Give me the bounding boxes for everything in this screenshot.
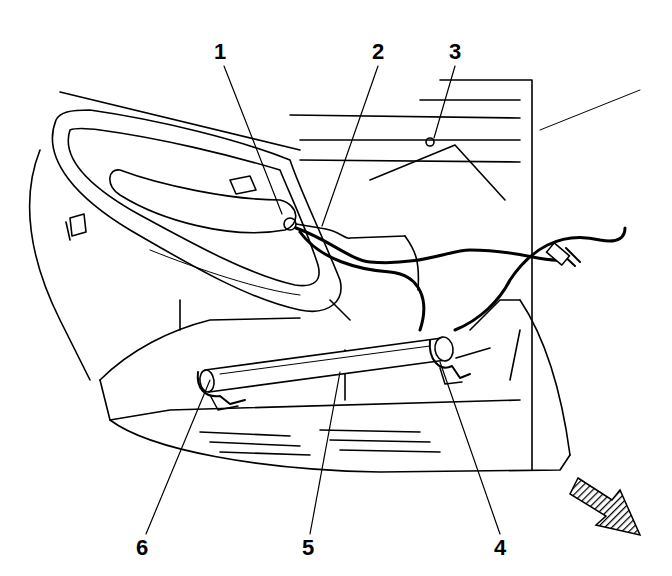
callout-number: 4	[494, 536, 506, 560]
callout-number: 2	[372, 40, 384, 64]
callout-number: 5	[302, 536, 314, 560]
callout-number: 6	[136, 536, 148, 560]
callout-number: 3	[449, 40, 461, 64]
callout-number: 1	[214, 40, 226, 64]
